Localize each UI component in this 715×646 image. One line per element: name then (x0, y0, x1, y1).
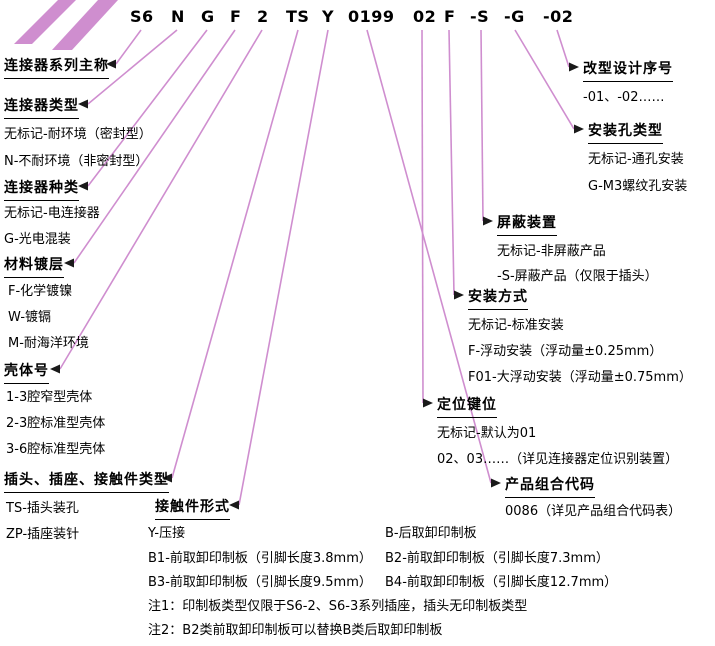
key-position-item: 无标记-默认为01 (437, 426, 537, 441)
mount-style-item: F01-大浮动安装（浮动量±0.75mm） (468, 370, 692, 385)
combo-code-heading: 产品组合代码 (505, 474, 595, 498)
leader-line-mount-style (448, 29, 455, 296)
leader-line-shell (59, 29, 263, 370)
code-segment-contact-type: TS (286, 7, 310, 26)
code-segment-mount-style: F (444, 7, 456, 26)
contact-type-heading: 插头、插座、接触件类型 (4, 469, 169, 493)
arrowhead-mount-hole-icon (574, 124, 584, 134)
series-heading: 连接器系列主称 (4, 55, 109, 79)
arrowhead-combo-code-icon (491, 478, 501, 488)
combo-code-item: 0086（详见产品组合代码表） (505, 504, 682, 519)
revision-heading: 改型设计序号 (583, 58, 673, 82)
type-item: 无标记-耐环境（密封型） (4, 127, 152, 142)
shell-item: 3-6腔标准型壳体 (6, 442, 106, 457)
contact-type-item: TS-插头装孔 (6, 501, 79, 516)
code-segment-type: N (171, 7, 185, 26)
leader-line-series (115, 29, 142, 65)
shell-item: 1-3腔窄型壳体 (6, 390, 93, 405)
leader-line-mount-hole (514, 29, 575, 130)
arrowhead-contact-form-icon (229, 500, 239, 510)
decorative-wedge (14, 0, 76, 44)
arrowhead-kind-icon (78, 181, 88, 191)
kind-heading: 连接器种类 (4, 177, 79, 201)
code-segment-series: S6 (130, 7, 154, 26)
mount-hole-heading: 安装孔类型 (588, 120, 663, 144)
leader-line-contact-type (171, 29, 299, 479)
arrowhead-revision-icon (569, 62, 579, 72)
contact-form-item: B1-前取卸印制板（引脚长度3.8mm） (148, 551, 372, 566)
leader-line-key-position (421, 29, 424, 404)
arrowhead-type-icon (78, 99, 88, 109)
revision-item: -01、-02…… (583, 90, 665, 105)
mount-hole-item: 无标记-通孔安装 (588, 152, 684, 167)
code-segment-key-position: 02 (413, 7, 437, 26)
key-position-item: 02、03……（详见连接器定位识别装置） (437, 452, 679, 467)
contact-form-item: B-后取卸印制板 (385, 526, 477, 541)
mount-style-item: F-浮动安装（浮动量±0.25mm） (468, 344, 663, 359)
arrowhead-series-icon (106, 59, 116, 69)
mount-hole-item: G-M3螺纹孔安装 (588, 179, 688, 194)
leader-line-shield (480, 29, 484, 222)
code-segment-combo-code: 0199 (348, 7, 395, 26)
arrowhead-mount-style-icon (454, 290, 464, 300)
contact-form-note: 注2：B2类前取卸印制板可以替换B类后取卸印制板 (148, 623, 443, 638)
contact-form-item: Y-压接 (148, 526, 186, 541)
plating-item: W-镀镉 (8, 310, 52, 325)
contact-form-item: B4-前取卸印制板（引脚长度12.7mm） (385, 575, 618, 590)
arrowhead-shell-icon (50, 364, 60, 374)
leader-line-revision (556, 29, 570, 68)
contact-form-item: B3-前取卸印制板（引脚长度9.5mm） (148, 575, 372, 590)
contact-form-note: 注1：印制板类型仅限于S6-2、S6-3系列插座，插头无印制板类型 (148, 599, 528, 614)
code-segment-kind: G (201, 7, 215, 26)
shield-item: -S-屏蔽产品（仅限于插头） (497, 269, 658, 284)
type-heading: 连接器类型 (4, 95, 79, 119)
shield-heading: 屏蔽装置 (497, 212, 557, 236)
key-position-heading: 定位键位 (437, 394, 497, 418)
mount-style-item: 无标记-标准安装 (468, 318, 564, 333)
code-segment-mount-hole: -G (504, 7, 525, 26)
contact-form-item: B2-前取卸印制板（引脚长度7.3mm） (385, 551, 609, 566)
mount-style-heading: 安装方式 (468, 286, 528, 310)
leader-line-kind (87, 29, 208, 187)
leader-line-plating (73, 29, 236, 264)
type-item: N-不耐环境（非密封型） (4, 154, 149, 169)
code-segment-contact-form: Y (322, 7, 335, 26)
arrowhead-shield-icon (483, 216, 493, 226)
shield-item: 无标记-非屏蔽产品 (497, 244, 606, 259)
contact-form-heading: 接触件形式 (155, 496, 230, 520)
leader-line-type (87, 29, 178, 105)
leader-line-contact-form (238, 29, 329, 506)
shell-heading: 壳体号 (4, 360, 49, 384)
arrowhead-key-position-icon (423, 398, 433, 408)
contact-type-item: ZP-插座装针 (6, 527, 80, 542)
decorative-wedge (52, 0, 118, 50)
arrowhead-plating-icon (64, 258, 74, 268)
shell-item: 2-3腔标准型壳体 (6, 416, 106, 431)
plating-item: F-化学镀镍 (8, 284, 73, 299)
code-segment-shield: -S (470, 7, 490, 26)
leader-line-combo-code (366, 29, 492, 484)
plating-item: M-耐海洋环境 (8, 336, 89, 351)
code-segment-shell: 2 (257, 7, 269, 26)
arrowhead-contact-type-icon (162, 473, 172, 483)
kind-item: G-光电混装 (4, 232, 71, 247)
code-segment-plating: F (230, 7, 242, 26)
code-segment-revision: -02 (543, 7, 574, 26)
plating-heading: 材料镀层 (4, 254, 64, 278)
kind-item: 无标记-电连接器 (4, 206, 100, 221)
